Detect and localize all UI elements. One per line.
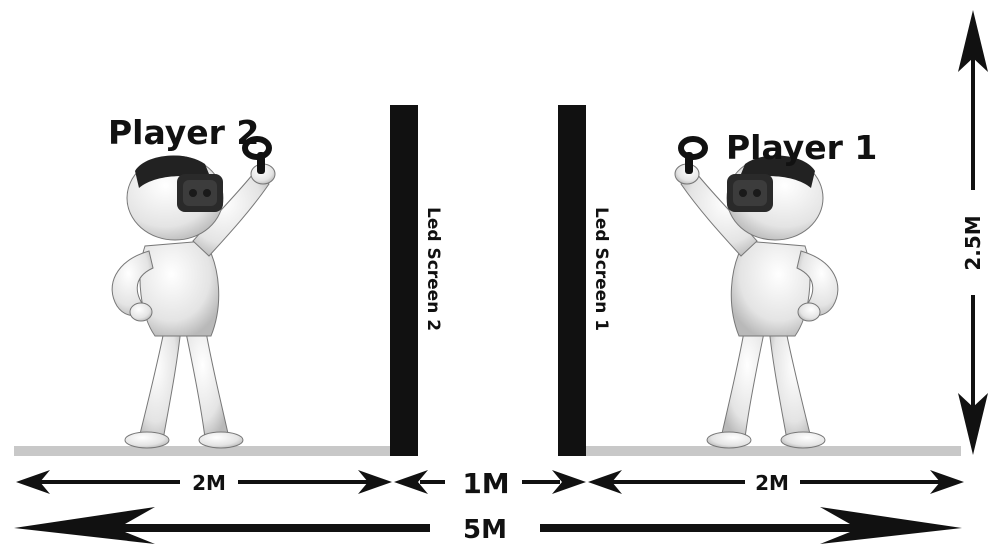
height-label: 2.5M <box>961 215 985 270</box>
player-2-label: Player 2 <box>108 113 259 152</box>
gap-dimension: 1M <box>394 467 586 500</box>
gap-label: 1M <box>462 467 509 500</box>
led-screen-2 <box>390 105 418 456</box>
total-width-dimension: 5M <box>14 507 962 544</box>
right-width-label: 2M <box>755 471 789 495</box>
led-screen-1 <box>558 105 586 456</box>
floor-right <box>585 446 961 456</box>
player-1-label: Player 1 <box>726 128 877 167</box>
led-screen-1-label: Led Screen 1 <box>591 207 611 331</box>
led-screen-2-label: Led Screen 2 <box>423 207 443 331</box>
floor-left <box>14 446 392 456</box>
player-2-figure <box>112 139 275 448</box>
left-width-dimension: 2M <box>16 470 392 495</box>
player-1-figure <box>675 139 838 448</box>
right-width-dimension: 2M <box>588 470 964 495</box>
height-dimension: 2.5M <box>958 10 988 455</box>
total-width-label: 5M <box>463 515 507 544</box>
left-width-label: 2M <box>192 471 226 495</box>
